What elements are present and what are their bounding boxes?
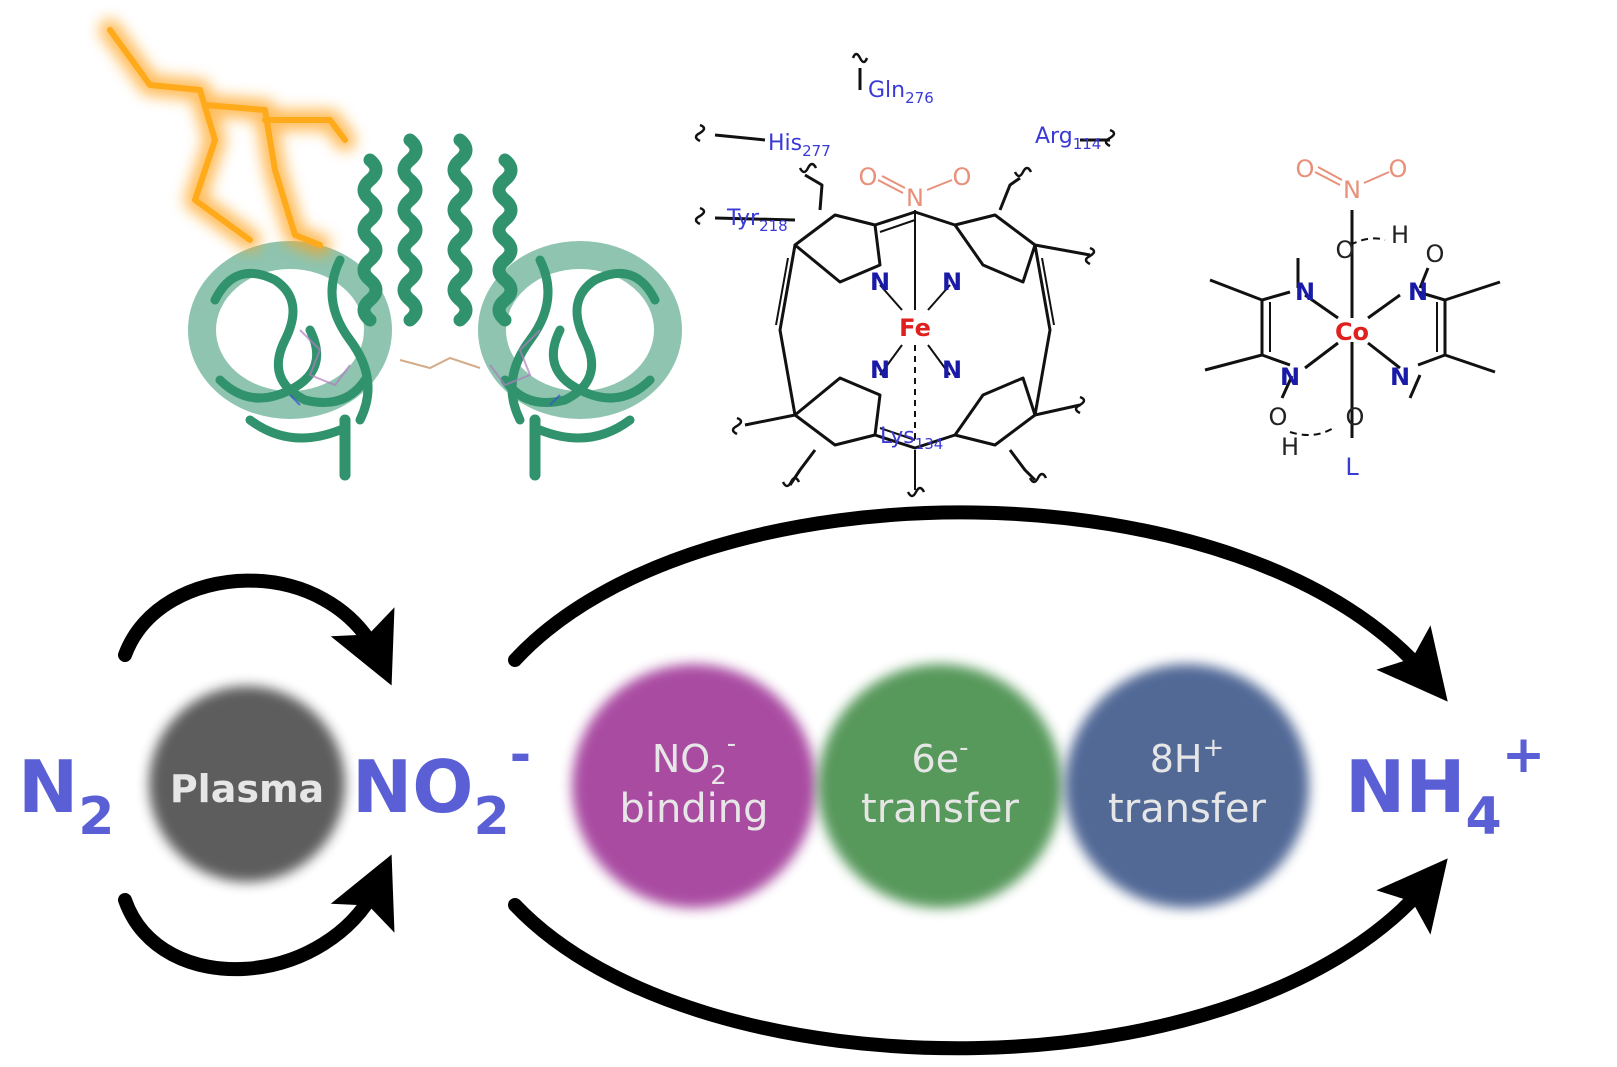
heme-coordination-bonds xyxy=(879,210,951,490)
protein-ribbon-icon xyxy=(188,133,682,481)
residue-gln: Gln276 xyxy=(868,78,934,107)
heme-nitrite-o1: O xyxy=(859,163,878,191)
step-bubble-binding xyxy=(572,664,816,908)
bubble-labels: Plasma NO2- binding 6e- transfer 8H+ tra… xyxy=(170,729,1267,832)
co-nitrite-n: N xyxy=(1343,176,1361,204)
cobaloxime-bonds xyxy=(1204,210,1501,438)
step-bubble-electron xyxy=(818,664,1062,908)
residue-tyr: Tyr218 xyxy=(726,206,788,235)
squiggle-icon xyxy=(694,52,1116,498)
co-metal: Co xyxy=(1335,318,1369,346)
heme-structure: O N O N N N N Fe Gln276 His277 Arg114 Ty… xyxy=(694,52,1116,498)
species-no2: NO2- xyxy=(352,725,531,847)
species-n2: N2 xyxy=(18,745,114,847)
species-labels: N2 NO2- NH4+ xyxy=(18,725,1545,847)
arrow-no2-nh4-bottom xyxy=(508,858,1448,1056)
protein-ligand-icon xyxy=(289,329,561,406)
co-o3: O xyxy=(1269,403,1288,431)
cobaloxime-structure: O N O N N N N Co O H O O H O L xyxy=(1204,155,1501,481)
co-n3: N xyxy=(1280,363,1300,391)
co-o1: O xyxy=(1336,236,1355,264)
residue-arg: Arg114 xyxy=(1035,124,1101,153)
cobaloxime-nitrite: O N O xyxy=(1296,155,1408,204)
lightning-bolt-icon xyxy=(99,19,356,256)
arrow-n2-no2-bottom xyxy=(118,854,395,977)
reaction-arrows xyxy=(118,505,1448,1056)
heme-n1: N xyxy=(870,268,890,296)
heme-fe: Fe xyxy=(899,314,931,342)
step-binding-line2: binding xyxy=(619,786,768,832)
co-axial-ligand: L xyxy=(1345,453,1359,481)
arrow-no2-nh4-top xyxy=(508,505,1448,702)
heme-atoms: N N N N Fe xyxy=(870,268,962,384)
heme-nitrite-n: N xyxy=(906,184,924,212)
co-h2: H xyxy=(1281,433,1299,461)
co-nitrite-o2: O xyxy=(1389,155,1408,183)
plasma-label: Plasma xyxy=(170,767,324,811)
arrow-n2-no2-top xyxy=(118,573,395,686)
step-bubble-proton xyxy=(1065,664,1309,908)
cobaloxime-atoms: N N N N Co O H O O H O L xyxy=(1269,221,1445,481)
plasma-bubble xyxy=(149,686,345,882)
step-proton-line2: transfer xyxy=(1108,786,1267,832)
co-n4: N xyxy=(1390,363,1410,391)
protein-structure xyxy=(99,19,682,481)
residue-his: His277 xyxy=(768,131,831,160)
step-electron-line2: transfer xyxy=(861,786,1020,832)
co-n2: N xyxy=(1408,278,1428,306)
co-n1: N xyxy=(1295,278,1315,306)
heme-n2: N xyxy=(942,268,962,296)
co-h1: H xyxy=(1391,221,1409,249)
co-o2: O xyxy=(1426,240,1445,268)
species-nh4: NH4+ xyxy=(1345,725,1545,847)
residue-lys: Lys134 xyxy=(880,424,943,453)
step-electron-line1: 6e- xyxy=(912,733,969,781)
step-binding-line1: NO2- xyxy=(652,729,736,791)
step-proton-line1: 8H+ xyxy=(1150,733,1225,781)
heme-residues: Gln276 His277 Arg114 Tyr218 Lys134 xyxy=(726,78,1101,453)
heme-n4: N xyxy=(942,356,962,384)
heme-nitrite: O N O xyxy=(859,163,972,212)
co-o4: O xyxy=(1346,403,1365,431)
process-bubbles xyxy=(149,664,1309,908)
heme-n3: N xyxy=(870,356,890,384)
heme-nitrite-o2: O xyxy=(953,163,972,191)
co-nitrite-o1: O xyxy=(1296,155,1315,183)
cobaloxime-hbonds xyxy=(1289,237,1386,437)
